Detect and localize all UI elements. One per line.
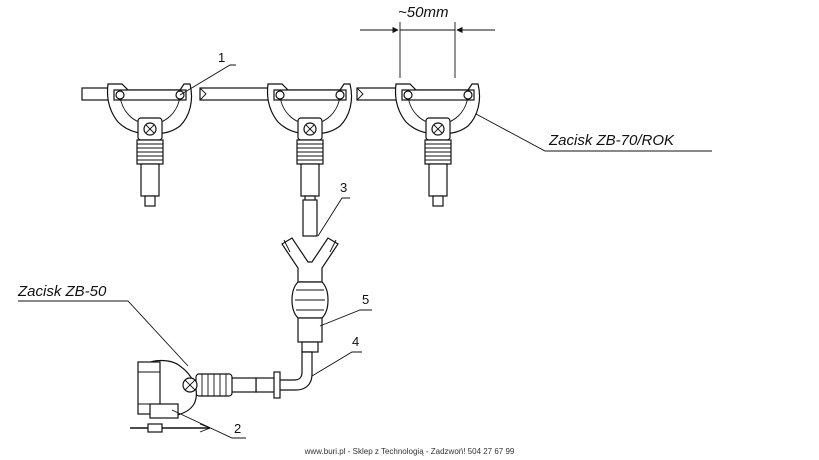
callout-2-leader	[171, 409, 246, 439]
bottom-cable	[195, 371, 281, 399]
callout-2: 2	[234, 421, 241, 436]
footer-text: www.buri.pl - Sklep z Technologią - Zadz…	[304, 447, 515, 456]
top-clamp-3	[394, 83, 481, 207]
zb70-label: Zacisk ZB-70/ROK	[548, 132, 675, 149]
callout-3: 3	[340, 180, 347, 195]
dimension-50mm: ~50mm	[360, 4, 495, 78]
callout-4: 4	[352, 334, 359, 349]
zb50-label: Zacisk ZB-50	[17, 283, 107, 300]
callout-5: 5	[362, 292, 369, 307]
bottom-clamp-zb50	[130, 359, 212, 433]
zb50-leader	[18, 300, 189, 367]
top-clamp-2	[266, 83, 353, 207]
top-clamp-1	[106, 83, 193, 207]
zb70-leader	[475, 113, 712, 152]
dimension-label: ~50mm	[398, 4, 448, 21]
callout-4-leader	[311, 351, 362, 377]
callout-3-leader	[317, 197, 350, 237]
cable-assembly	[271, 199, 339, 391]
callout-5-leader	[319, 309, 372, 327]
callout-1-leader	[179, 64, 236, 96]
callout-1: 1	[218, 50, 225, 65]
